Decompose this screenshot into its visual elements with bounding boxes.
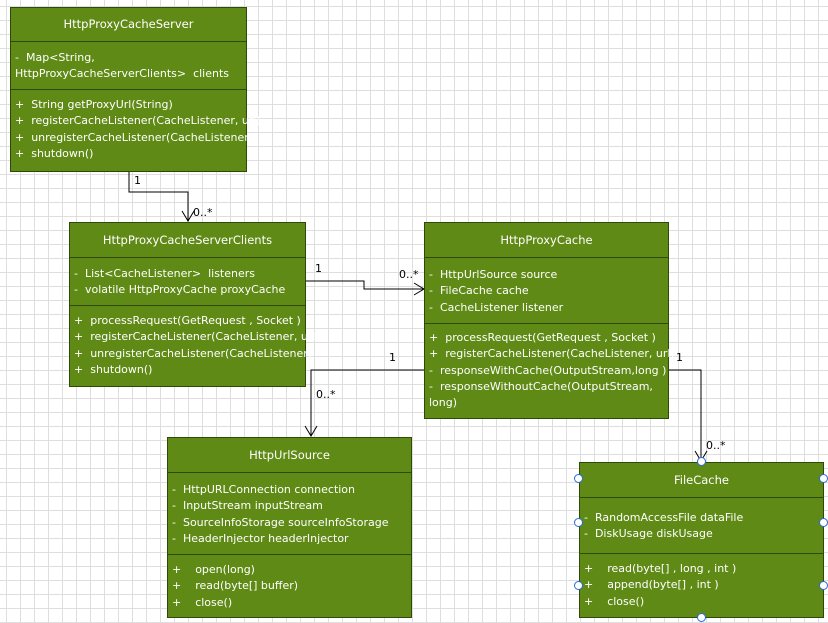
class-name: FileCache bbox=[673, 473, 729, 487]
operation: + append(byte[] , int ) bbox=[584, 578, 719, 592]
resize-handle[interactable] bbox=[574, 581, 583, 590]
arrowhead bbox=[181, 210, 195, 222]
class-httpproxycacheserver[interactable]: HttpProxyCacheServer - Map<String, HttpP… bbox=[10, 7, 261, 172]
resize-handle[interactable] bbox=[819, 581, 828, 590]
multiplicity-label: 1 bbox=[315, 262, 322, 275]
multiplicity-label: 1 bbox=[389, 351, 396, 364]
operation: + registerCacheListener(CacheListener, u… bbox=[74, 330, 320, 344]
class-httpurlsource[interactable]: HttpUrlSource - HttpURLConnection connec… bbox=[167, 437, 412, 618]
assoc-clients-cache[interactable] bbox=[306, 280, 424, 290]
attribute: - RandomAccessFile dataFile bbox=[584, 511, 744, 524]
operation: + shutdown() bbox=[74, 362, 153, 376]
class-operations: + open(long) + read(byte[] buffer) + clo… bbox=[168, 554, 411, 611]
attribute: - volatile HttpProxyCache proxyCache bbox=[74, 283, 286, 297]
resize-handle[interactable] bbox=[819, 474, 828, 483]
operation: + close() bbox=[172, 595, 233, 609]
class-name: HttpProxyCacheServerClients bbox=[102, 233, 273, 247]
class-httpproxycache[interactable]: HttpProxyCache - HttpUrlSource source - … bbox=[424, 222, 675, 419]
multiplicity-label: 1 bbox=[134, 174, 141, 187]
resize-handle[interactable] bbox=[574, 518, 583, 527]
class-name: HttpProxyCache bbox=[500, 233, 593, 247]
assoc-server-clients[interactable] bbox=[128, 172, 189, 221]
assoc-cache-filecache[interactable] bbox=[669, 369, 702, 461]
class-name: HttpUrlSource bbox=[249, 448, 330, 462]
class-operations: + processRequest(GetRequest , Socket ) +… bbox=[70, 305, 320, 378]
resize-handle[interactable] bbox=[574, 474, 583, 483]
class-attributes: - RandomAccessFile dataFile - DiskUsage … bbox=[580, 497, 823, 553]
operation: + unregisterCacheListener(CacheListener) bbox=[74, 346, 313, 360]
operation: + read(byte[] , long , int ) bbox=[584, 562, 737, 575]
attribute: - HttpUrlSource source bbox=[429, 268, 558, 281]
operation: + shutdown() bbox=[15, 146, 94, 160]
attribute: - List<CacheListener> listeners bbox=[74, 267, 256, 280]
class-operations: + processRequest(GetRequest , Socket ) +… bbox=[425, 323, 675, 411]
operation: + read(byte[] buffer) bbox=[172, 579, 299, 593]
attribute: - Map<String, bbox=[15, 51, 95, 64]
operation: + open(long) bbox=[172, 563, 255, 576]
class-filecache[interactable]: FileCache - RandomAccessFile dataFile - … bbox=[579, 462, 824, 618]
operation: + processRequest(GetRequest , Socket ) bbox=[74, 314, 301, 327]
attribute: - CacheListener listener bbox=[429, 300, 564, 314]
attribute: - DiskUsage diskUsage bbox=[584, 527, 713, 541]
operation: + unregisterCacheListener(CacheListener) bbox=[15, 130, 254, 144]
class-attributes: - HttpUrlSource source - FileCache cache… bbox=[425, 257, 668, 323]
operation: + registerCacheListener(CacheListener, u… bbox=[429, 347, 675, 361]
operation: - responseWithoutCache(OutputStream, bbox=[429, 379, 653, 393]
class-attributes: - List<CacheListener> listeners - volati… bbox=[70, 257, 305, 305]
class-httpproxycacheserverclients[interactable]: HttpProxyCacheServerClients - List<Cache… bbox=[69, 222, 320, 387]
resize-handle[interactable] bbox=[819, 518, 828, 527]
class-operations: + read(byte[] , long , int ) + append(by… bbox=[580, 553, 823, 610]
class-name: HttpProxyCacheServer bbox=[63, 17, 194, 31]
multiplicity-label: 0..* bbox=[399, 268, 419, 281]
operation: long) bbox=[429, 396, 458, 410]
resize-handle[interactable] bbox=[697, 613, 706, 622]
class-attributes: - Map<String, HttpProxyCacheServerClient… bbox=[11, 41, 246, 89]
multiplicity-label: 0..* bbox=[316, 388, 336, 401]
attribute: - HeaderInjector headerInjector bbox=[172, 531, 349, 545]
multiplicity-label: 1 bbox=[676, 351, 683, 364]
arrowhead bbox=[304, 425, 318, 437]
class-attributes: - HttpURLConnection connection - InputSt… bbox=[168, 472, 411, 554]
operation: - responseWithCache(OutputStream,long ) bbox=[429, 363, 667, 377]
assoc-cache-source[interactable] bbox=[310, 369, 424, 436]
attribute: - FileCache cache bbox=[429, 284, 529, 298]
multiplicity-label: 0..* bbox=[193, 206, 213, 219]
operation: + registerCacheListener(CacheListener, u… bbox=[15, 114, 261, 128]
attribute: - InputStream inputStream bbox=[172, 499, 323, 513]
attribute: - HttpURLConnection connection bbox=[172, 483, 356, 496]
operation: + close() bbox=[584, 594, 645, 608]
attribute: HttpProxyCacheServerClients> clients bbox=[15, 67, 230, 81]
attribute: - SourceInfoStorage sourceInfoStorage bbox=[172, 515, 389, 529]
operation: + processRequest(GetRequest , Socket ) bbox=[429, 331, 656, 344]
class-operations: + String getProxyUrl(String) + registerC… bbox=[11, 89, 261, 162]
resize-handle[interactable] bbox=[697, 457, 706, 466]
multiplicity-label: 0..* bbox=[706, 439, 726, 452]
operation: + String getProxyUrl(String) bbox=[15, 98, 173, 111]
